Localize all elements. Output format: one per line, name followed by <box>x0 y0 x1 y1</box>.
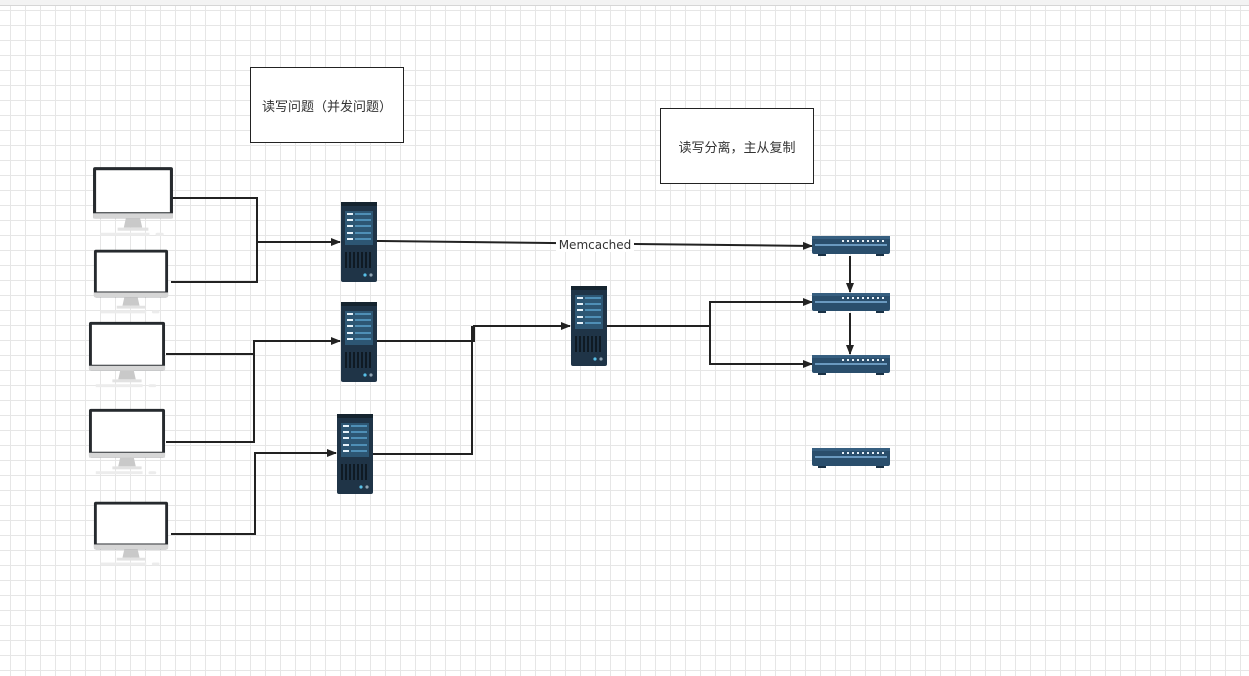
server-tower-icon[interactable] <box>341 202 377 282</box>
desktop-computer-icon[interactable] <box>93 501 169 566</box>
memcached-edge-label[interactable]: Memcached <box>559 238 632 252</box>
memcached-label-background <box>556 236 634 252</box>
edge-desktop4-to-server2 <box>166 341 255 443</box>
note-read-write-concurrency-text: 读写问题（并发问题） <box>261 99 392 115</box>
server-tower-icon[interactable] <box>337 414 373 494</box>
connector-group <box>166 197 854 535</box>
top-toolbar-edge <box>0 0 1249 6</box>
desktop-computer-icon[interactable] <box>88 321 166 388</box>
edge-desktop5-to-server3 <box>171 449 337 535</box>
note-read-write-separation[interactable]: 读写分离，主从复制 <box>660 108 814 184</box>
network-switch-icon[interactable] <box>812 448 890 468</box>
network-switch-icon[interactable] <box>812 355 890 375</box>
edge-desktop2-to-server1 <box>171 242 258 283</box>
edge-server3-to-server-central <box>373 326 473 455</box>
server-tower-icon[interactable] <box>341 302 377 382</box>
server-tower-icon[interactable] <box>571 286 607 366</box>
desktop-computer-icon[interactable] <box>88 408 166 475</box>
edge-server-central-to-switch2 <box>607 298 813 327</box>
network-switch-icon[interactable] <box>812 236 890 256</box>
note-read-write-concurrency[interactable]: 读写问题（并发问题） <box>250 67 404 143</box>
edge-desktop1-to-server1 <box>172 197 341 246</box>
network-switch-icon[interactable] <box>812 293 890 313</box>
edge-server2-to-server-central <box>377 322 571 342</box>
desktop-computer-icon[interactable] <box>93 167 173 236</box>
edge-server-central-to-switch3 <box>709 326 813 368</box>
desktop-computer-icon[interactable] <box>93 249 169 314</box>
note-read-write-separation-text: 读写分离，主从复制 <box>678 140 796 156</box>
